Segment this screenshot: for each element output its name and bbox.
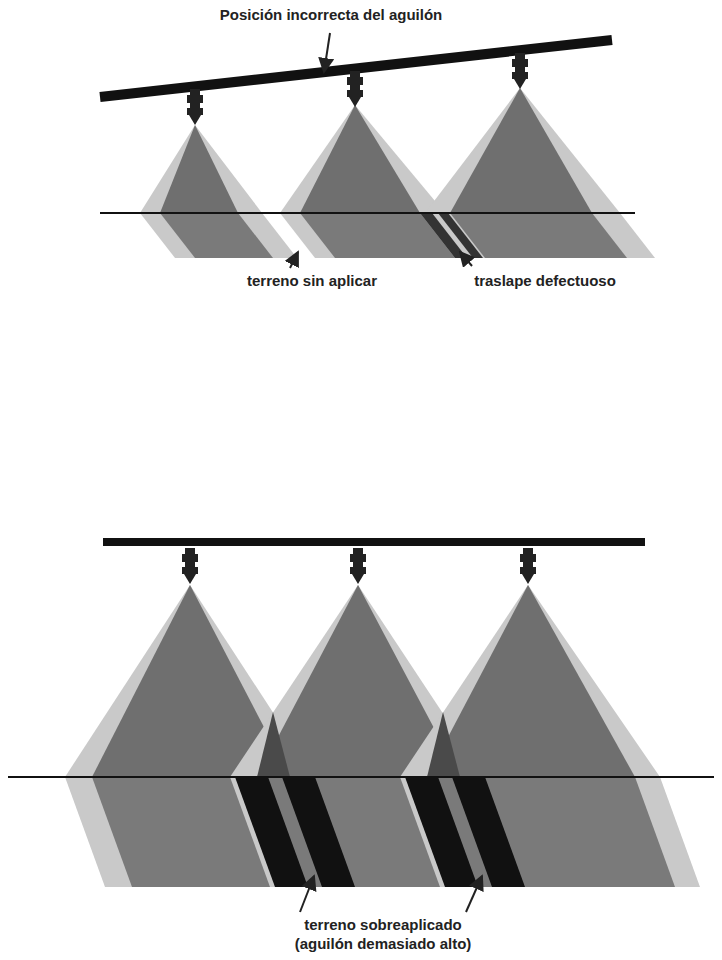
boom-position-label: Posición incorrecta del aguilón (220, 6, 443, 25)
overapplied-ground-label: terreno sobreaplicado (aguilón demasiado… (283, 916, 483, 954)
top-sprays (100, 40, 655, 258)
leader-arrows (290, 33, 482, 912)
unapplied-ground-label: terreno sin aplicar (247, 272, 377, 291)
bottom-sprays (8, 542, 714, 887)
faulty-overlap-label: traslape defectuoso (474, 272, 616, 291)
